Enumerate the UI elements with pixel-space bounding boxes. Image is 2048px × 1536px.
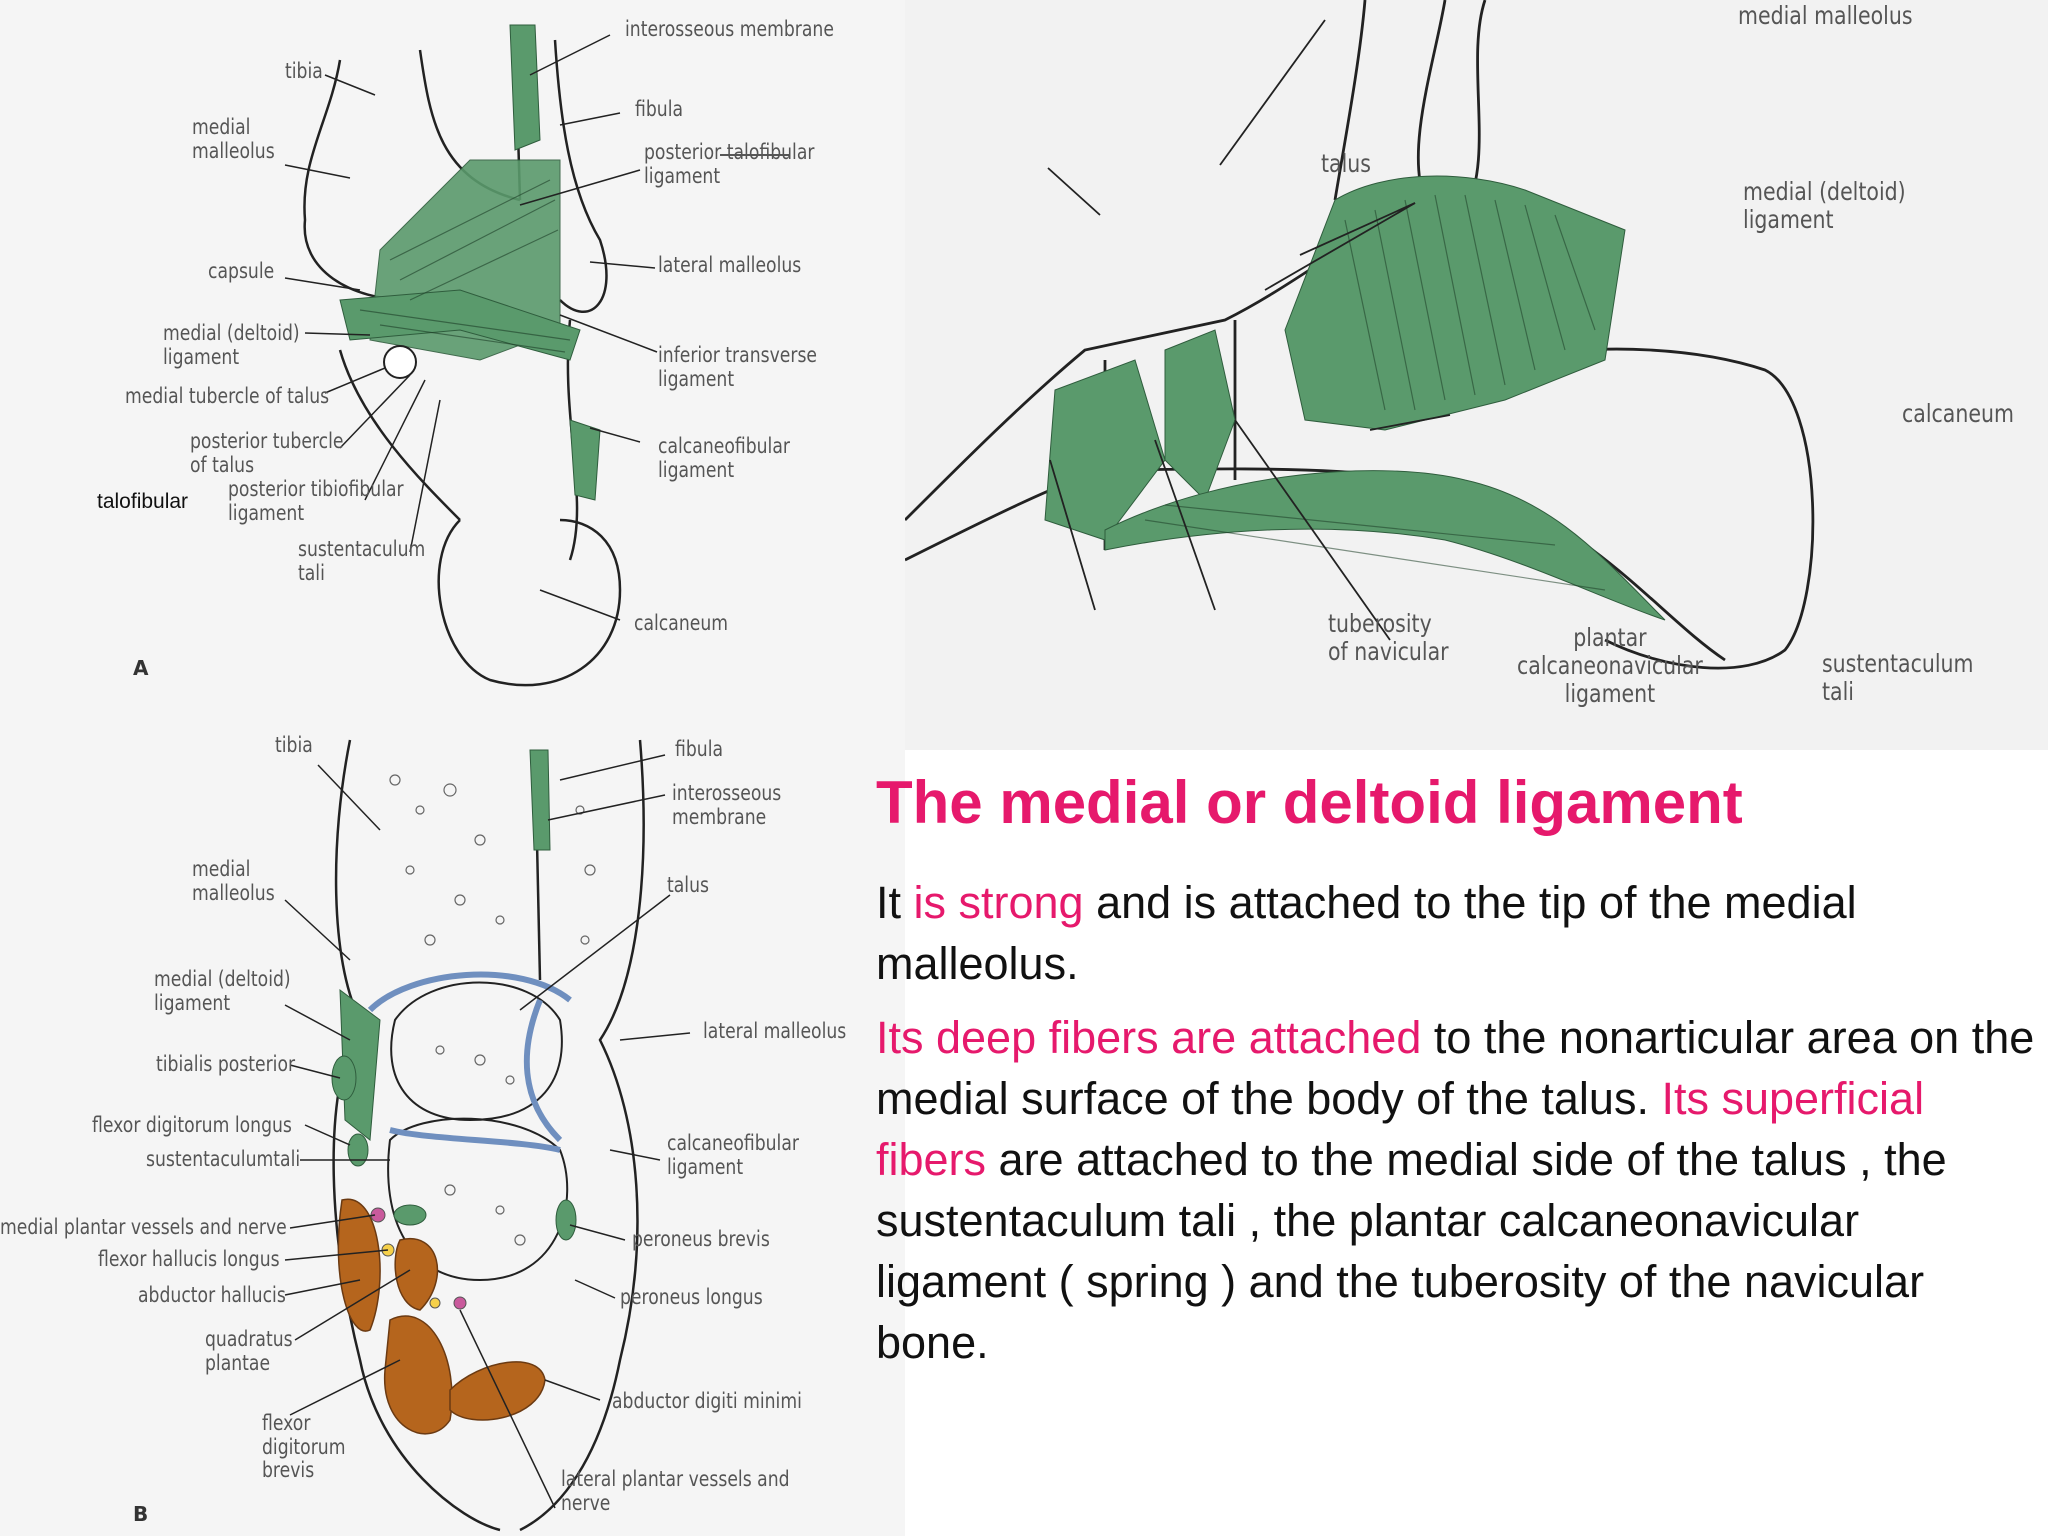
figure-c-drawing <box>905 0 1815 670</box>
label-c-plantar-calcaneonavicular-ligament: plantar calcaneonavicular ligament <box>1517 623 1703 708</box>
label-posterior-tibiofibular-ligament: posterior tibiofibular ligament <box>228 477 404 525</box>
label-b-flexor-digitorum-longus: flexor digitorum longus <box>92 1113 292 1137</box>
label-c-medial-malleolus: medial malleolus <box>1738 1 1913 30</box>
label-medial-deltoid-ligament: medial (deltoid) ligament <box>163 321 300 369</box>
label-b-flexor-digitorum-brevis: flexor digitorum brevis <box>262 1411 346 1483</box>
figure-a-drawing <box>284 24 790 687</box>
p2-highlight-superficial-fibers: Its superficial fibers <box>876 1073 1925 1185</box>
label-b-peroneus-brevis: peroneus brevis <box>632 1227 770 1251</box>
annotation-talofibular: talofibular <box>97 490 189 513</box>
label-capsule: capsule <box>208 259 275 283</box>
label-b-talus: talus <box>667 873 709 897</box>
label-b-medial-malleolus: medial malleolus <box>192 857 275 905</box>
label-b-interosseous-membrane: interosseous membrane <box>672 781 782 829</box>
p2-highlight-deep-fibers: Its deep fibers are attached <box>876 1012 1422 1063</box>
label-b-calcaneofibular-ligament: calcaneofibular ligament <box>667 1131 799 1179</box>
label-b-flexor-hallucis-longus: flexor hallucis longus <box>98 1247 280 1271</box>
label-b-quadratus-plantae: quadratus plantae <box>205 1327 293 1375</box>
slide-title: The medial or deltoid ligament <box>876 769 1743 836</box>
p1-highlight-is-strong: is strong <box>913 877 1084 928</box>
label-c-talus: talus <box>1321 149 1371 178</box>
label-c-sustentaculum-tali: sustentaculum tali <box>1822 649 1974 706</box>
label-b-fibula: fibula <box>675 737 724 761</box>
label-b-abductor-hallucis: abductor hallucis <box>138 1283 286 1307</box>
label-medial-malleolus: medial malleolus <box>192 115 275 163</box>
label-b-lateral-plantar-vessels-and-nerve: lateral plantar vessels and nerve <box>561 1467 790 1515</box>
label-b-peroneus-longus: peroneus longus <box>620 1285 763 1309</box>
figure-b-drawing <box>284 739 691 1532</box>
paragraph-fibers: Its deep fibers are attached to the nona… <box>876 1007 2036 1373</box>
label-b-medial-deltoid-ligament: medial (deltoid) ligament <box>154 967 291 1015</box>
p2-text-1: to the nonarticular area on the medial s… <box>876 1012 2035 1124</box>
label-b-tibia: tibia <box>275 733 313 757</box>
figure-a-letter: A <box>133 656 149 680</box>
label-c-medial-deltoid-ligament: medial (deltoid) ligament <box>1743 177 1906 234</box>
label-calcaneofibular-ligament: calcaneofibular ligament <box>658 434 790 482</box>
label-posterior-talofibular-ligament: posterior talofibular ligament <box>644 140 815 188</box>
p2-text-2: are attached to the medial side of the t… <box>876 1134 1947 1368</box>
label-b-lateral-malleolus: lateral malleolus <box>703 1019 847 1043</box>
label-sustentaculum-tali: sustentaculum tali <box>298 537 426 585</box>
label-lateral-malleolus: lateral malleolus <box>658 253 802 277</box>
label-b-medial-plantar-vessels-and-nerve: medial plantar vessels and nerve <box>0 1215 287 1239</box>
label-interosseous-membrane: interosseous membrane <box>625 17 834 41</box>
label-inferior-transverse-ligament: inferior transverse ligament <box>658 343 818 391</box>
figure-b-coronal-section: tibia medial malleolus medial (deltoid) … <box>0 720 905 1536</box>
label-b-sustentaculum-tali: sustentaculumtali <box>146 1147 301 1171</box>
p1-text-1: It <box>876 877 914 928</box>
label-posterior-tubercle-of-talus: posterior tubercle of talus <box>190 429 344 477</box>
label-c-tuberosity-of-navicular: tuberosity of navicular <box>1328 609 1449 666</box>
label-c-calcaneum: calcaneum <box>1902 399 2014 428</box>
label-tibia: tibia <box>285 59 323 83</box>
paragraph-strength: It is strong and is attached to the tip … <box>876 872 2036 994</box>
label-fibula: fibula <box>635 97 684 121</box>
label-medial-tubercle-of-talus: medial tubercle of talus <box>125 384 330 408</box>
label-b-abductor-digiti-minimi: abductor digiti minimi <box>612 1389 802 1413</box>
figure-c-medial-view: medial malleolus talus medial (deltoid) … <box>905 0 2048 750</box>
figure-a-posterior-ankle: tibia medial malleolus capsule medial (d… <box>0 0 905 720</box>
p1-text-2: and is attached to the tip of the medial… <box>876 877 1857 989</box>
figure-b-letter: B <box>133 1502 149 1526</box>
label-calcaneum: calcaneum <box>634 611 729 635</box>
label-b-tibialis-posterior: tibialis posterior <box>156 1052 296 1076</box>
slide-body: It is strong and is attached to the tip … <box>876 872 2036 1386</box>
